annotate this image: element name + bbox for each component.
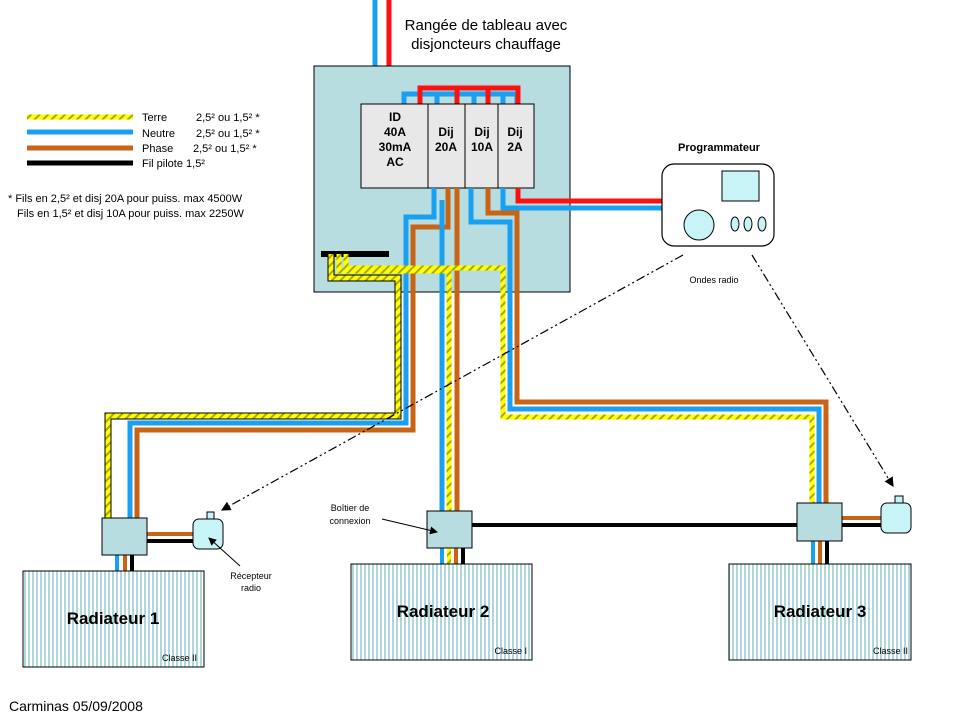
programmateur-screen	[721, 170, 760, 202]
recepteur-label-2: radio	[241, 583, 261, 593]
radiateur-2-body	[350, 563, 533, 661]
ondes-radio-label: Ondes radio	[689, 275, 738, 285]
legend-terre-name: Terre	[142, 112, 167, 124]
legend-note-2: Fils en 1,5² et disj 10A pour puiss. max…	[17, 208, 244, 220]
radiateur-3-classe: Classe II	[873, 646, 908, 656]
recepteur-pointer	[208, 537, 241, 567]
legend: Terre 2,5² ou 1,5² * Neutre 2,5² ou 1,5²…	[8, 112, 260, 220]
legend-phase-name: Phase	[142, 143, 173, 155]
circuit1-terre-outline	[104, 254, 402, 520]
boitier-connexion-2	[426, 510, 473, 549]
title-line-2: disjoncteurs chauffage	[411, 36, 561, 53]
breaker-1-line-1: 20A	[435, 140, 457, 154]
radiateur-2-name: Radiateur 2	[397, 602, 490, 621]
programmateur[interactable]: Programmateur Ondes radio	[661, 142, 775, 285]
recepteur-body	[880, 502, 912, 534]
title-line-1: Rangée de tableau avec	[405, 17, 568, 34]
recepteur-body	[192, 518, 224, 550]
radiateur-1-classe: Classe II	[162, 653, 197, 663]
legend-phase-spec: 2,5² ou 1,5² *	[193, 143, 257, 155]
boitier-connexion-3	[796, 502, 843, 542]
programmateur-neutre-wire	[500, 188, 664, 211]
radiateur-1-name: Radiateur 1	[67, 609, 160, 628]
breaker-2-line-1: 10A	[471, 140, 493, 154]
legend-note-1: * Fils en 2,5² et disj 20A pour puiss. m…	[8, 193, 243, 205]
footer-credit: Carminas 05/09/2008	[9, 698, 143, 714]
circuit3-phase	[485, 188, 829, 503]
breaker-3-line-1: 2A	[507, 140, 523, 154]
breaker-dij-10a[interactable]	[464, 103, 499, 189]
programmateur-dial-knob[interactable]	[683, 209, 715, 241]
radiateur-2-classe: Classe I	[494, 646, 527, 656]
radiateur-3: Radiateur 3 Classe II	[728, 563, 912, 661]
breaker-row: ID 40A 30mA AC Dij 20A Dij 10A Dij 2A	[360, 103, 535, 189]
legend-neutre-spec: 2,5² ou 1,5² *	[196, 128, 260, 140]
circuit2-terre	[336, 254, 452, 512]
breaker-3-line-0: Dij	[507, 125, 522, 139]
radiateur-1: Radiateur 1 Classe II	[22, 570, 205, 668]
radiateur-3-name: Radiateur 3	[774, 602, 867, 621]
boitier-label-1: Boîtier de	[331, 503, 370, 513]
boitier-connexion-1	[101, 517, 148, 556]
phase-bus	[417, 85, 521, 104]
boitier-label-2: connexion	[329, 516, 370, 526]
programmateur-phase-wire	[515, 188, 664, 204]
breaker-0-line-1: 40A	[384, 125, 406, 139]
legend-neutre-name: Neutre	[142, 128, 175, 140]
recepteur-antenna	[894, 495, 904, 504]
radiateur-1-body	[22, 570, 205, 668]
recepteur-antenna	[206, 511, 215, 520]
breaker-id-40a[interactable]	[360, 103, 429, 189]
radiateur-2: Radiateur 2 Classe I	[350, 563, 533, 661]
circuit1-neutre	[127, 188, 437, 520]
recepteur-radio-1	[192, 511, 224, 550]
programmateur-button-2[interactable]	[743, 216, 753, 232]
circuit1-phase	[134, 188, 451, 520]
boitier-pointer	[381, 518, 438, 535]
radio-wave-arrow-3	[751, 254, 894, 488]
recepteur-label-1: Récepteur	[230, 571, 272, 581]
circuit1-terre	[105, 254, 401, 520]
legend-fil-pilote-name: Fil pilote 1,5²	[142, 158, 205, 170]
breaker-0-line-3: AC	[386, 155, 404, 169]
circuit3-terre	[343, 254, 815, 503]
breaker-2-line-0: Dij	[474, 125, 489, 139]
programmateur-button-1[interactable]	[730, 216, 740, 232]
radiateur-3-body	[728, 563, 912, 661]
programmateur-button-3[interactable]	[757, 216, 767, 232]
breaker-0-line-2: 30mA	[379, 140, 412, 154]
programmateur-label: Programmateur	[678, 142, 761, 154]
circuit3-neutre	[468, 188, 822, 503]
recepteur-radio-3	[880, 495, 912, 534]
radio-wave-arrow-1	[220, 254, 684, 511]
breaker-0-line-0: ID	[389, 110, 401, 124]
breaker-1-line-0: Dij	[438, 125, 453, 139]
legend-terre-spec: 2,5² ou 1,5² *	[196, 112, 260, 124]
